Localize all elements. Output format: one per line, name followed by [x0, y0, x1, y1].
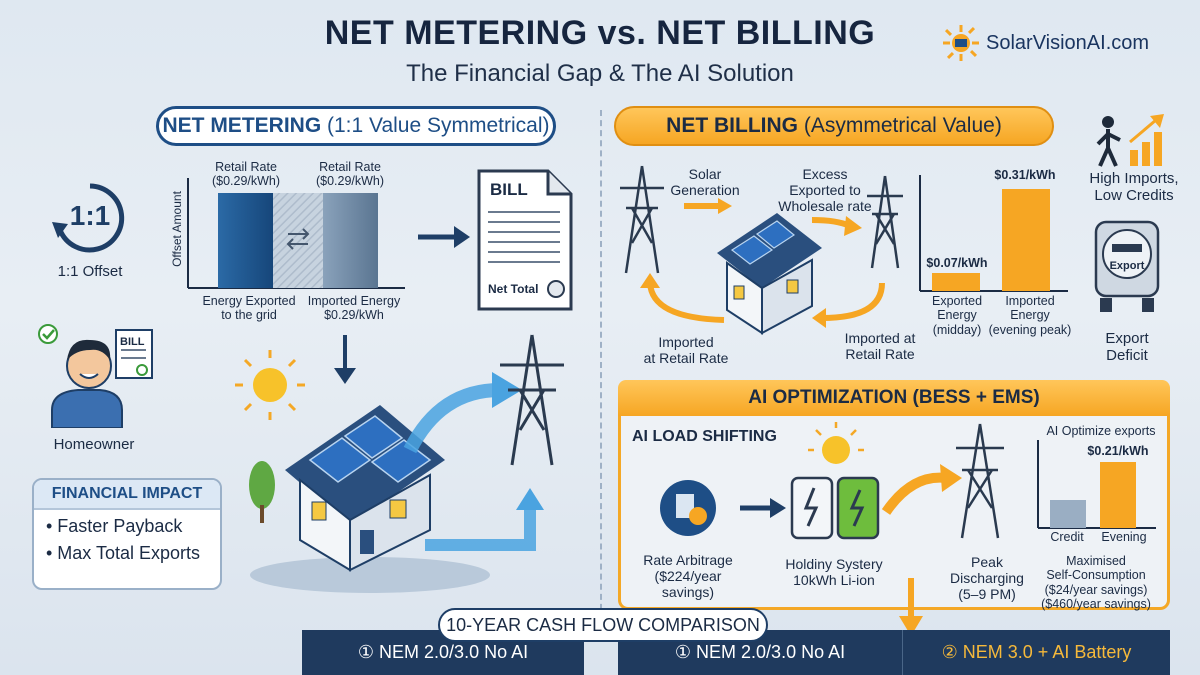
- page-subtitle: The Financial Gap & The AI Solution: [406, 60, 794, 87]
- bar-hatch-gap: [273, 193, 323, 288]
- excess-export-label: Excess Exported to Wholesale rate: [778, 166, 872, 215]
- bill-title: BILL: [490, 180, 528, 199]
- ai-load-shifting-label: AI LOAD SHIFTING: [632, 428, 777, 445]
- export-deficit-label: Export Deficit: [1105, 330, 1149, 365]
- self-consumption-label: Maximised Self-Consumption ($24/year sav…: [1041, 554, 1151, 612]
- symmetrical-bar-chart: [187, 178, 405, 289]
- financial-impact-item-2: • Max Total Exports: [46, 543, 201, 563]
- homeowner-illustration: [38, 324, 153, 428]
- check-icon: [38, 324, 58, 344]
- export-price-label: $0.07/kWh: [926, 256, 988, 270]
- bar2-top-label: Retail Rate ($0.29/kWh): [315, 160, 385, 189]
- ai-export-bar-chart: [1037, 440, 1156, 529]
- net-metering-desc: (1:1 Value Symmetrical): [321, 114, 550, 137]
- net-billing-heading: NET BILLING (Asymmetrical Value): [614, 106, 1054, 146]
- cash-flow-col-3-label: ② NEM 3.0 + AI Battery: [941, 642, 1132, 662]
- rising-bars-person-icon: [1096, 114, 1164, 167]
- ratio-caption: 1:1 Offset: [57, 263, 123, 280]
- imported-retail-right-label: Imported at Retail Rate: [844, 330, 916, 363]
- ai-price-label: $0.21/kWh: [1087, 444, 1149, 458]
- rate-arbitrage-label: Rate Arbitrage ($224/year savings): [643, 552, 733, 601]
- imported-energy-label: Imported Energy (evening peak): [988, 294, 1072, 337]
- electric-meter-icon: [1094, 220, 1160, 312]
- bill-document-icon: [477, 169, 573, 311]
- asymmetric-bar-chart: [919, 175, 1068, 292]
- evening-label: Evening: [1101, 530, 1147, 544]
- arrow-down-icon: [899, 578, 923, 636]
- imported-retail-left-label: Imported at Retail Rate: [643, 334, 729, 367]
- import-price-label: $0.31/kWh: [994, 168, 1056, 182]
- brand-logo[interactable]: SolarVisionAI.com: [942, 24, 1149, 62]
- bill-net-total: Net Total: [488, 282, 539, 296]
- transmission-tower-icon: [620, 165, 664, 274]
- net-metering-heading: NET METERING (1:1 Value Symmetrical): [156, 106, 556, 146]
- homeowner-caption: Homeowner: [53, 436, 135, 453]
- net-billing-title: NET BILLING: [666, 114, 798, 137]
- meter-word: Export: [1109, 260, 1145, 272]
- sun-icon: [808, 422, 864, 464]
- page-title: NET METERING vs. NET BILLING: [324, 14, 876, 52]
- bar-credit: [1050, 500, 1086, 528]
- exported-energy-label: Exported Energy (midday): [931, 294, 983, 337]
- cash-flow-col-3: ② NEM 3.0 + AI Battery: [902, 630, 1170, 675]
- transmission-tower-icon: [956, 423, 1004, 539]
- bar2-bottom-label: Imported Energy $0.29/kWh: [307, 294, 401, 323]
- bar1-top-label: Retail Rate ($0.29/kWh): [211, 160, 281, 189]
- bar-import-price: [1002, 189, 1050, 291]
- solar-logo-icon: [943, 25, 979, 61]
- bar-exported: [218, 193, 273, 288]
- bar-imported: [323, 193, 378, 288]
- net-metering-title: NET METERING: [162, 114, 322, 137]
- ai-flow-scene: [660, 422, 1004, 540]
- net-billing-desc: (Asymmetrical Value): [798, 114, 1002, 137]
- cash-flow-col-2-label: ① NEM 2.0/3.0 No AI: [674, 642, 846, 662]
- arrow-right-icon: [418, 226, 470, 248]
- financial-impact-heading: FINANCIAL IMPACT: [34, 480, 220, 510]
- credit-label: Credit: [1050, 530, 1084, 544]
- financial-impact-box: FINANCIAL IMPACT • Faster Payback • Max …: [32, 478, 222, 590]
- ai-optimize-label: AI Optimize exports: [1046, 424, 1156, 438]
- ratio-text: 1:1: [69, 200, 111, 231]
- cash-flow-col-1-label: ① NEM 2.0/3.0 No AI: [357, 642, 529, 662]
- sun-icon: [235, 350, 305, 420]
- cycle-arrows-icon: [52, 183, 125, 253]
- homeowner-bill-label: BILL: [120, 336, 145, 348]
- center-divider: [600, 110, 602, 620]
- swap-arrows-icon: [286, 228, 310, 250]
- rate-arbitrage-icon: [660, 480, 716, 536]
- cash-flow-title: 10-YEAR CASH FLOW COMPARISON: [438, 608, 768, 642]
- battery-system-label: Holdiny Systery 10kWh Li-ion: [785, 556, 883, 589]
- brand-name: SolarVisionAI.com: [986, 31, 1150, 54]
- bar1-bottom-label: Energy Exported to the grid: [202, 294, 296, 323]
- battery-icon: [790, 476, 880, 540]
- transmission-tower-icon: [500, 334, 564, 466]
- y-axis-label: Offset Amount: [170, 191, 184, 267]
- ai-optimization-heading: AI OPTIMIZATION (BESS + EMS): [618, 380, 1170, 416]
- bar-evening: [1100, 462, 1136, 528]
- solar-generation-label: Solar Generation: [670, 166, 740, 199]
- financial-impact-item-1: • Faster Payback: [46, 516, 183, 536]
- transmission-tower-icon: [867, 175, 903, 269]
- net-billing-flow-scene: [620, 165, 903, 335]
- bar-export-price: [932, 273, 980, 291]
- net-metering-house-scene: [235, 334, 564, 593]
- peak-discharging-label: Peak Discharging (5–9 PM): [950, 554, 1024, 603]
- high-imports-label: High Imports, Low Credits: [1089, 170, 1179, 205]
